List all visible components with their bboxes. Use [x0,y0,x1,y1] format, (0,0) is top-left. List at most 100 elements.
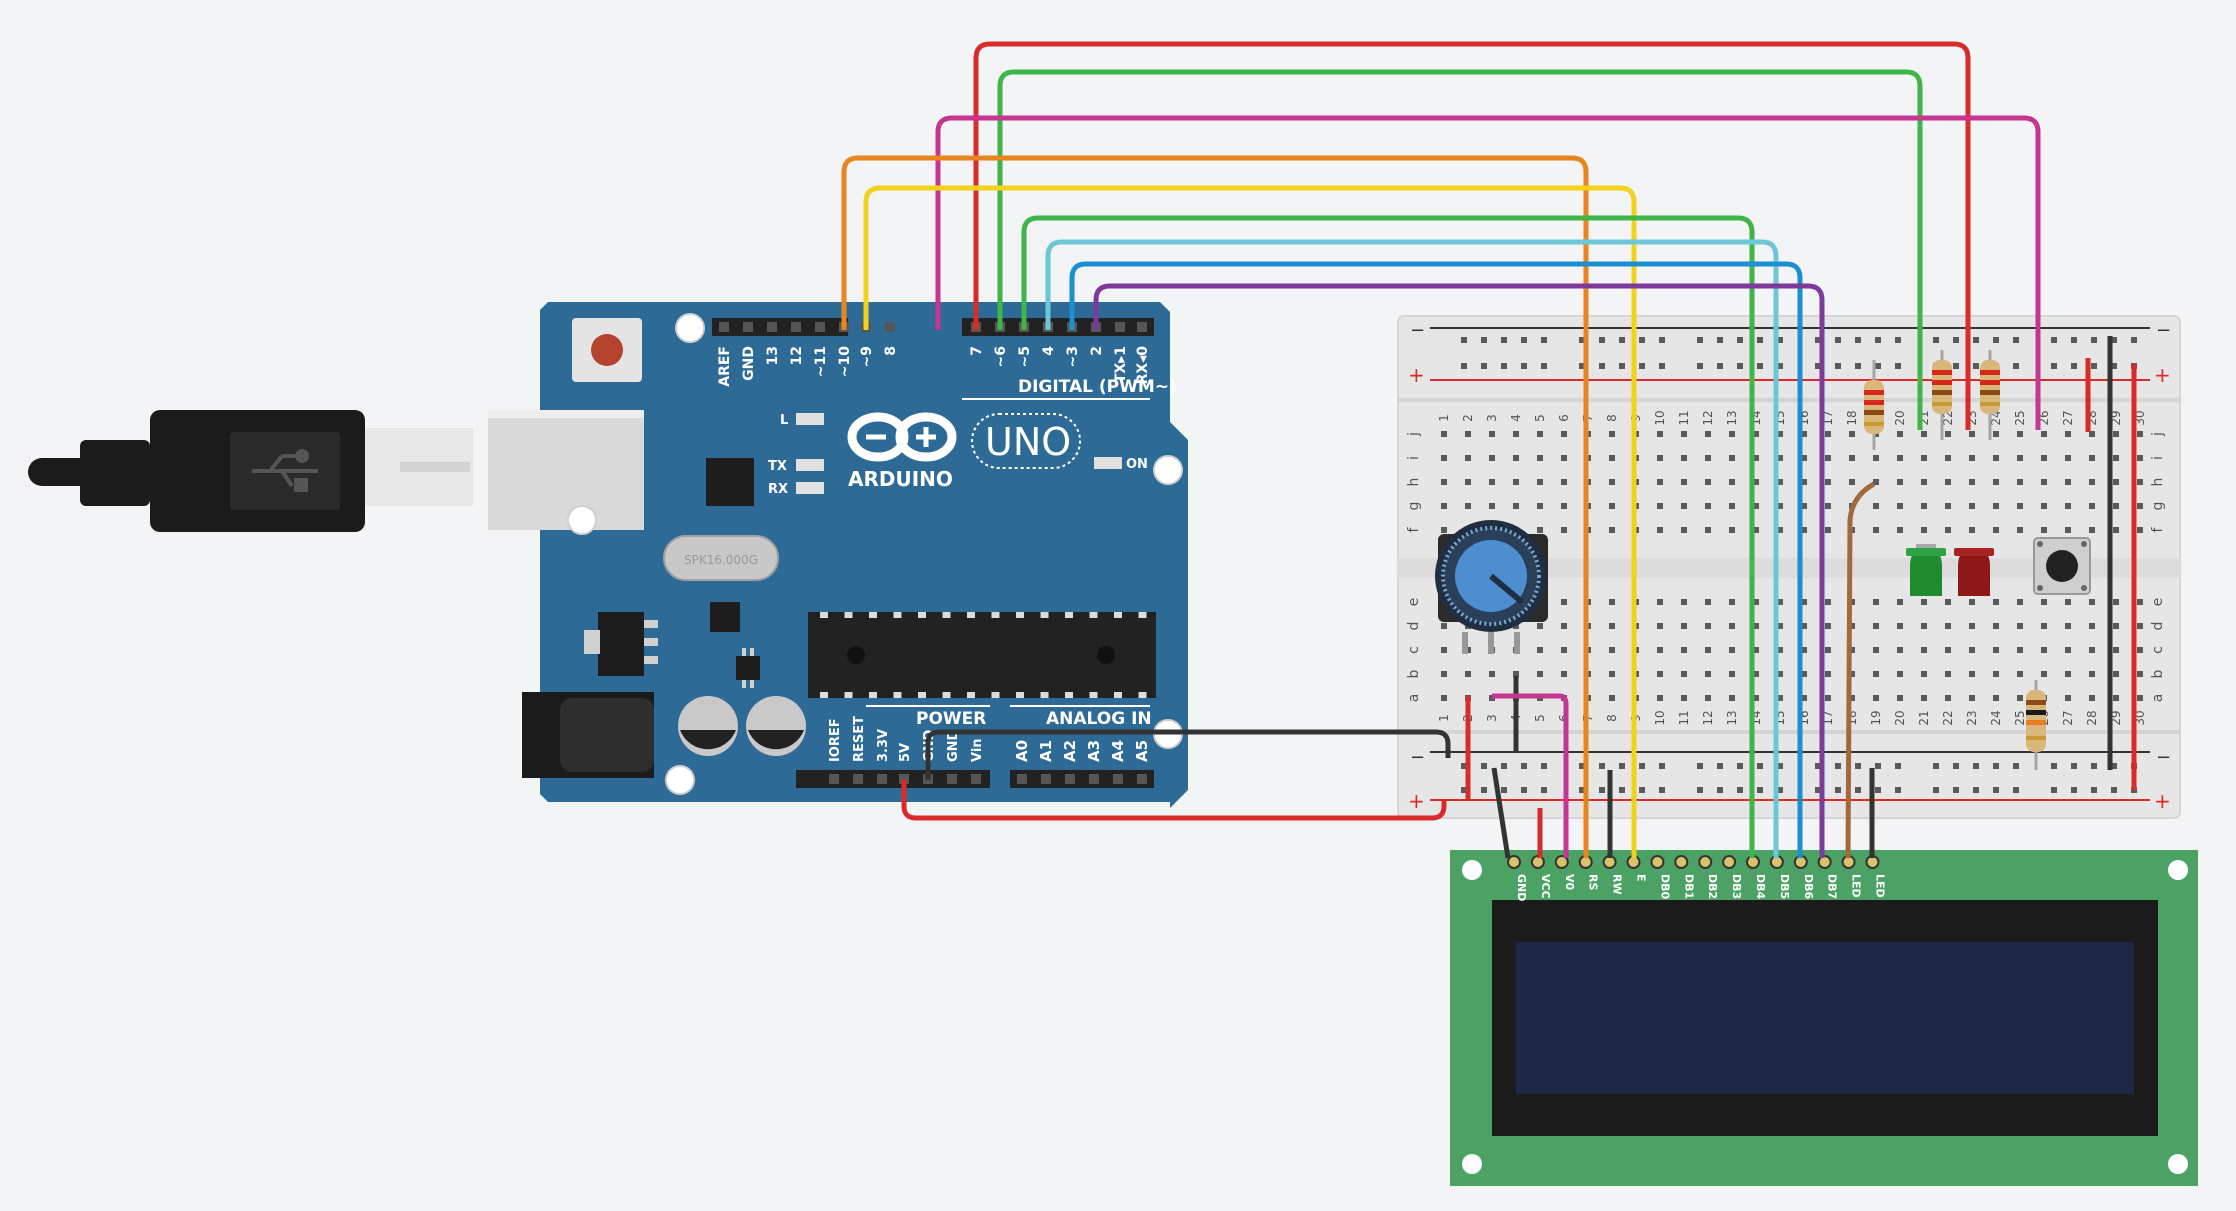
breadboard-hole [1537,455,1543,461]
breadboard-hole [1873,599,1879,605]
breadboard-hole [1657,527,1663,533]
breadboard-hole [1681,671,1687,677]
rail-hole [1541,363,1547,369]
rail-hole [1501,787,1507,793]
red-led [1954,548,1994,596]
rail-hole [1501,337,1507,343]
breadboard-hole [1801,455,1807,461]
breadboard-hole [1465,455,1471,461]
breadboard-hole [1945,455,1951,461]
digital-pin-label: TX▸1 [1113,346,1129,383]
row-letter: c [1406,646,1422,654]
uno-label: UNO [985,420,1071,464]
rail-hole [2013,763,2019,769]
breadboard-hole [1561,431,1567,437]
breadboard-hole [1873,503,1879,509]
row-letter: b [2150,669,2166,678]
rail-minus-label: − [2156,747,2171,768]
uno-badge [971,413,1081,469]
breadboard-hole [1465,671,1471,677]
rail-hole [1659,763,1665,769]
rail-hole [1895,787,1901,793]
breadboard-hole [2017,431,2023,437]
rail-hole [1521,787,1527,793]
wires [841,41,2137,859]
breadboard-hole [2041,623,2047,629]
rail-hole [2091,787,2097,793]
breadboard-hole [1441,647,1447,653]
breadboard-hole [2065,695,2071,701]
rail-hole [1953,337,1959,343]
rail-hole [1461,787,1467,793]
rail-hole [1855,763,1861,769]
breadboard-hole [1465,431,1471,437]
column-number: 1 [1437,714,1451,722]
digital-pin-label: 8 [883,346,899,356]
breadboard-hole [1705,431,1711,437]
rail-hole [2051,363,2057,369]
breadboard-hole [2017,647,2023,653]
column-number: 12 [1701,710,1715,725]
rail-hole [1953,363,1959,369]
column-number: 4 [1509,414,1523,422]
power-pin-hole [829,774,839,784]
breadboard-hole [1825,671,1831,677]
wire-magenta-v0 [1492,693,1569,858]
breadboard-hole [1609,479,1615,485]
breadboard-hole [1705,527,1711,533]
wire-green-pin6 [997,69,1923,430]
voltage-regulator [584,612,658,676]
breadboard-hole [1705,623,1711,629]
breadboard-hole [1897,623,1903,629]
column-number: 11 [1677,710,1691,725]
breadboard-hole [1441,623,1447,629]
rail-hole [1815,363,1821,369]
rail-hole [1973,787,1979,793]
rail-hole [1541,787,1547,793]
breadboard-hole [1729,599,1735,605]
power-header [796,770,990,788]
breadboard-hole [1849,479,1855,485]
lcd-pin-label: DB3 [1730,874,1743,899]
analog-pin-label: A5 [1133,740,1151,762]
breadboard-hole [1825,455,1831,461]
breadboard-hole [1897,671,1903,677]
breadboard-hole [1729,479,1735,485]
breadboard-hole [1825,527,1831,533]
breadboard-hole [1969,503,1975,509]
breadboard-hole [1609,695,1615,701]
rail-plus-label: + [1408,789,1425,813]
breadboard-hole [1777,527,1783,533]
transistor [736,648,760,688]
rail-hole [1501,363,1507,369]
rail-hole [1521,337,1527,343]
rail-plus-label: + [2154,363,2171,387]
row-letter: h [1406,478,1422,487]
l-led-label: L [780,413,788,428]
breadboard-hole [1873,623,1879,629]
breadboard-hole [2089,527,2095,533]
digital-pin-label: ~3 [1065,346,1081,367]
rail-hole [1579,337,1585,343]
breadboard-hole [2137,695,2143,701]
column-number: 24 [1989,710,2003,725]
rail-hole [2051,337,2057,343]
breadboard-hole [1969,623,1975,629]
breadboard-hole [2137,671,2143,677]
wire-yellow-pin11 [863,185,1637,858]
breadboard-hole [2041,479,2047,485]
rail-hole [1737,763,1743,769]
rail-hole [1579,787,1585,793]
breadboard-hole [1897,599,1903,605]
breadboard-hole [1945,527,1951,533]
breadboard-hole [1777,671,1783,677]
breadboard-hole [1921,455,1927,461]
column-number: 8 [1605,414,1619,422]
lcd-pin-label: GND [1515,874,1528,901]
breadboard-hole [1681,695,1687,701]
rail-hole [1993,787,1999,793]
breadboard-hole [1729,527,1735,533]
row-letter: a [2150,694,2166,703]
rail-hole [2013,363,2019,369]
